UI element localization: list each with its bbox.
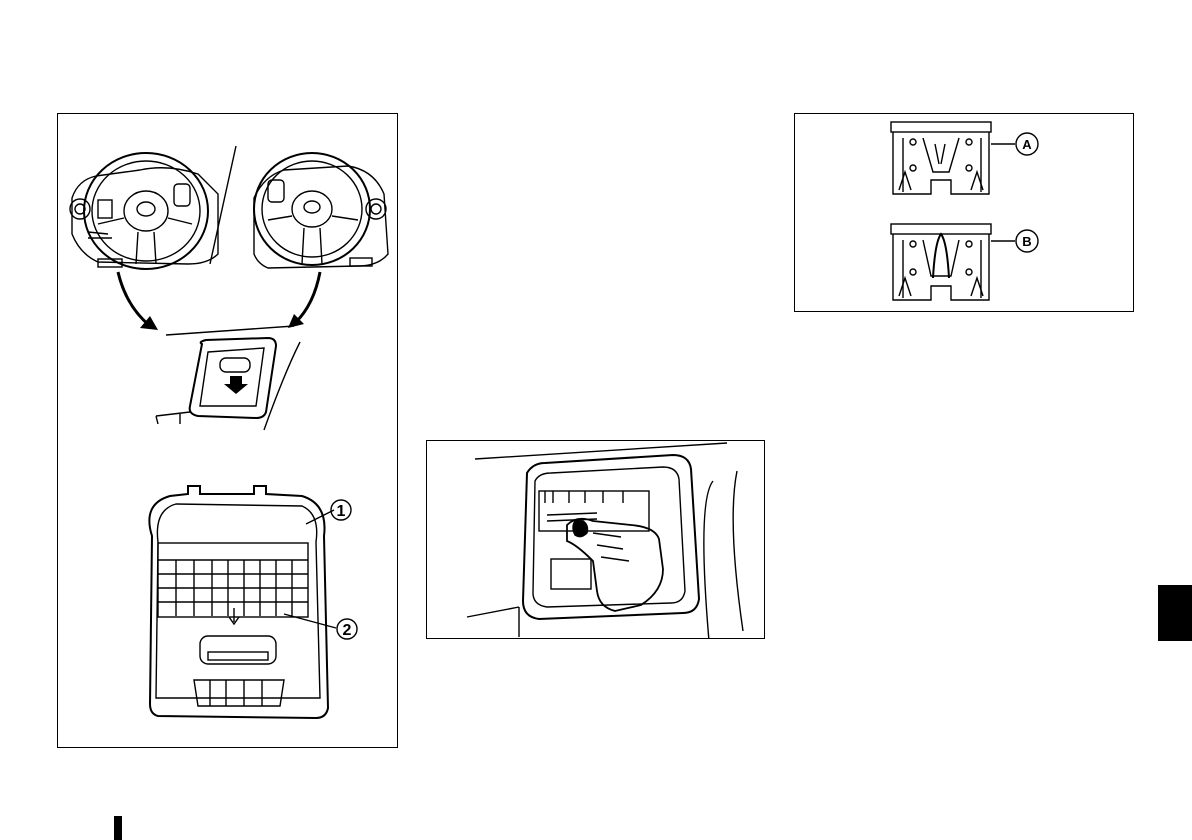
fuse-blown-icon — [891, 224, 1038, 300]
fuse-removal-illustration — [427, 441, 765, 639]
callout-2: 2 — [343, 622, 352, 639]
callout-1: 1 — [337, 503, 346, 520]
figure-fuse-condition: A B — [794, 113, 1134, 312]
section-edge-tab — [1158, 585, 1192, 641]
figure-fuse-cover-location: 1 2 — [57, 113, 398, 748]
figure-fuse-removal — [426, 440, 765, 639]
fuse-condition-illustration: A B — [795, 114, 1134, 312]
fuse-good-icon — [891, 122, 1038, 194]
fuse-cover-illustration: 1 2 — [58, 114, 398, 748]
callout-a: A — [1022, 137, 1032, 152]
page-margin-mark — [114, 816, 122, 840]
callout-b: B — [1022, 234, 1031, 249]
